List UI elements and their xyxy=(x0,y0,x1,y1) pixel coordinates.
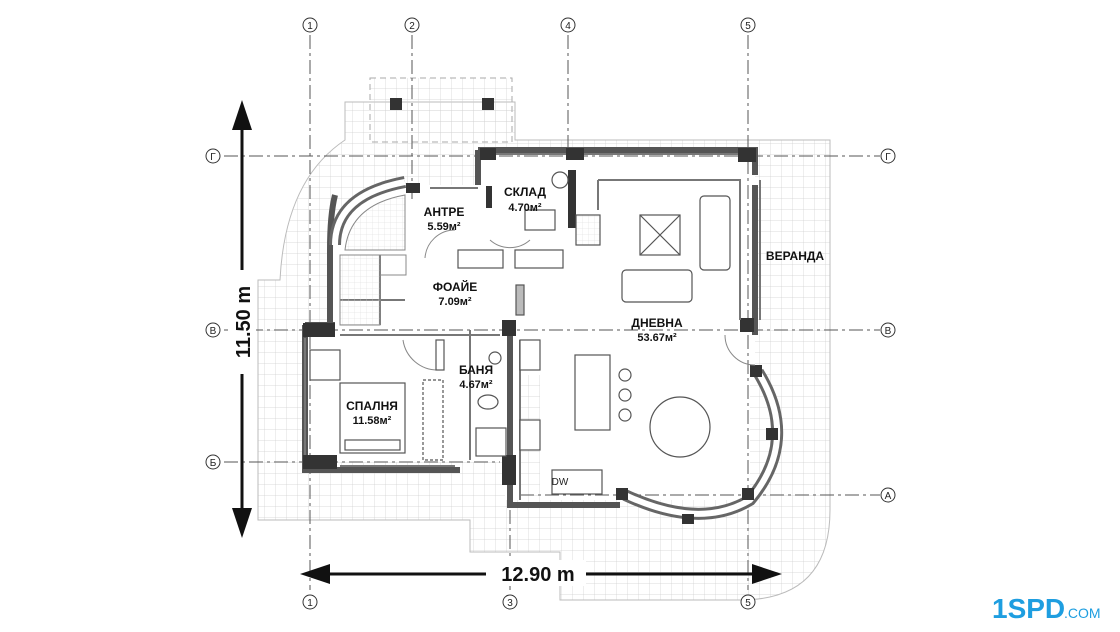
sofa xyxy=(699,195,731,271)
toilet xyxy=(477,394,499,410)
room-area-antre: 5.59м² xyxy=(427,221,461,233)
room-name-spalnya: СПАЛНЯ xyxy=(346,399,398,413)
axis-label-top-4: 5 xyxy=(745,21,751,32)
stair xyxy=(329,176,407,326)
room-area-sklad: 4.70м² xyxy=(508,202,542,214)
axis-label-top-1: 1 xyxy=(307,21,313,32)
room-area-spalnya: 11.58м² xyxy=(353,415,392,427)
axis-label-bottom-2: 3 xyxy=(507,598,513,609)
shower xyxy=(475,427,507,457)
axis-label-top-3: 4 xyxy=(565,21,571,32)
axis-label-left-2: В xyxy=(210,326,217,337)
room-name-dnevna: ДНЕВНА xyxy=(631,316,683,330)
axis-label-left-3: Б xyxy=(210,458,217,469)
room-area-foaie: 7.09м² xyxy=(438,296,472,308)
dining-table xyxy=(649,396,711,458)
axis-label-top-2: 2 xyxy=(409,21,415,32)
desk xyxy=(309,349,341,381)
sink xyxy=(488,351,502,365)
room-name-veranda: ВЕРАНДА xyxy=(766,249,825,263)
room-area-dnevna: 53.67м² xyxy=(637,332,677,344)
wall-columns xyxy=(303,148,756,485)
logo-suffix: .COM xyxy=(1064,605,1101,621)
axis-label-bottom-1: 1 xyxy=(307,598,313,609)
axis-label-right-2: В xyxy=(885,326,892,337)
furniture xyxy=(309,171,731,495)
room-name-foaie: ФОАЙЕ xyxy=(433,279,478,294)
width-dimension: 12.90 m xyxy=(501,564,574,586)
doors xyxy=(402,229,756,371)
room-name-banya: БАНЯ xyxy=(459,363,493,377)
room-labels: АНТРЕ 5.59м² СКЛАД 4.70м² ФОАЙЕ 7.09м² Д… xyxy=(346,185,824,488)
axis-labels: 1 2 4 5 1 3 5 Г В Б Г В А xyxy=(210,21,892,609)
room-name-antre: АНТРЕ xyxy=(424,205,465,219)
room-area-banya: 4.67м² xyxy=(459,379,493,391)
axis-label-bottom-3: 5 xyxy=(745,598,751,609)
dimension-lines xyxy=(228,100,782,586)
axis-label-left-1: Г xyxy=(210,152,216,163)
sofa-2 xyxy=(621,269,693,303)
site-logo: 1SPD .COM xyxy=(992,593,1101,624)
height-dimension: 11.50 m xyxy=(233,286,255,358)
bay-window xyxy=(616,365,784,524)
kitchen-island xyxy=(574,354,611,431)
axis-label-right-3: А xyxy=(885,491,892,502)
axis-label-right-1: Г xyxy=(885,152,891,163)
dishwasher-label: DW xyxy=(552,477,569,488)
logo-mark: 1SPD xyxy=(992,593,1065,624)
axis-bubbles xyxy=(205,17,896,610)
room-name-sklad: СКЛАД xyxy=(504,185,547,199)
